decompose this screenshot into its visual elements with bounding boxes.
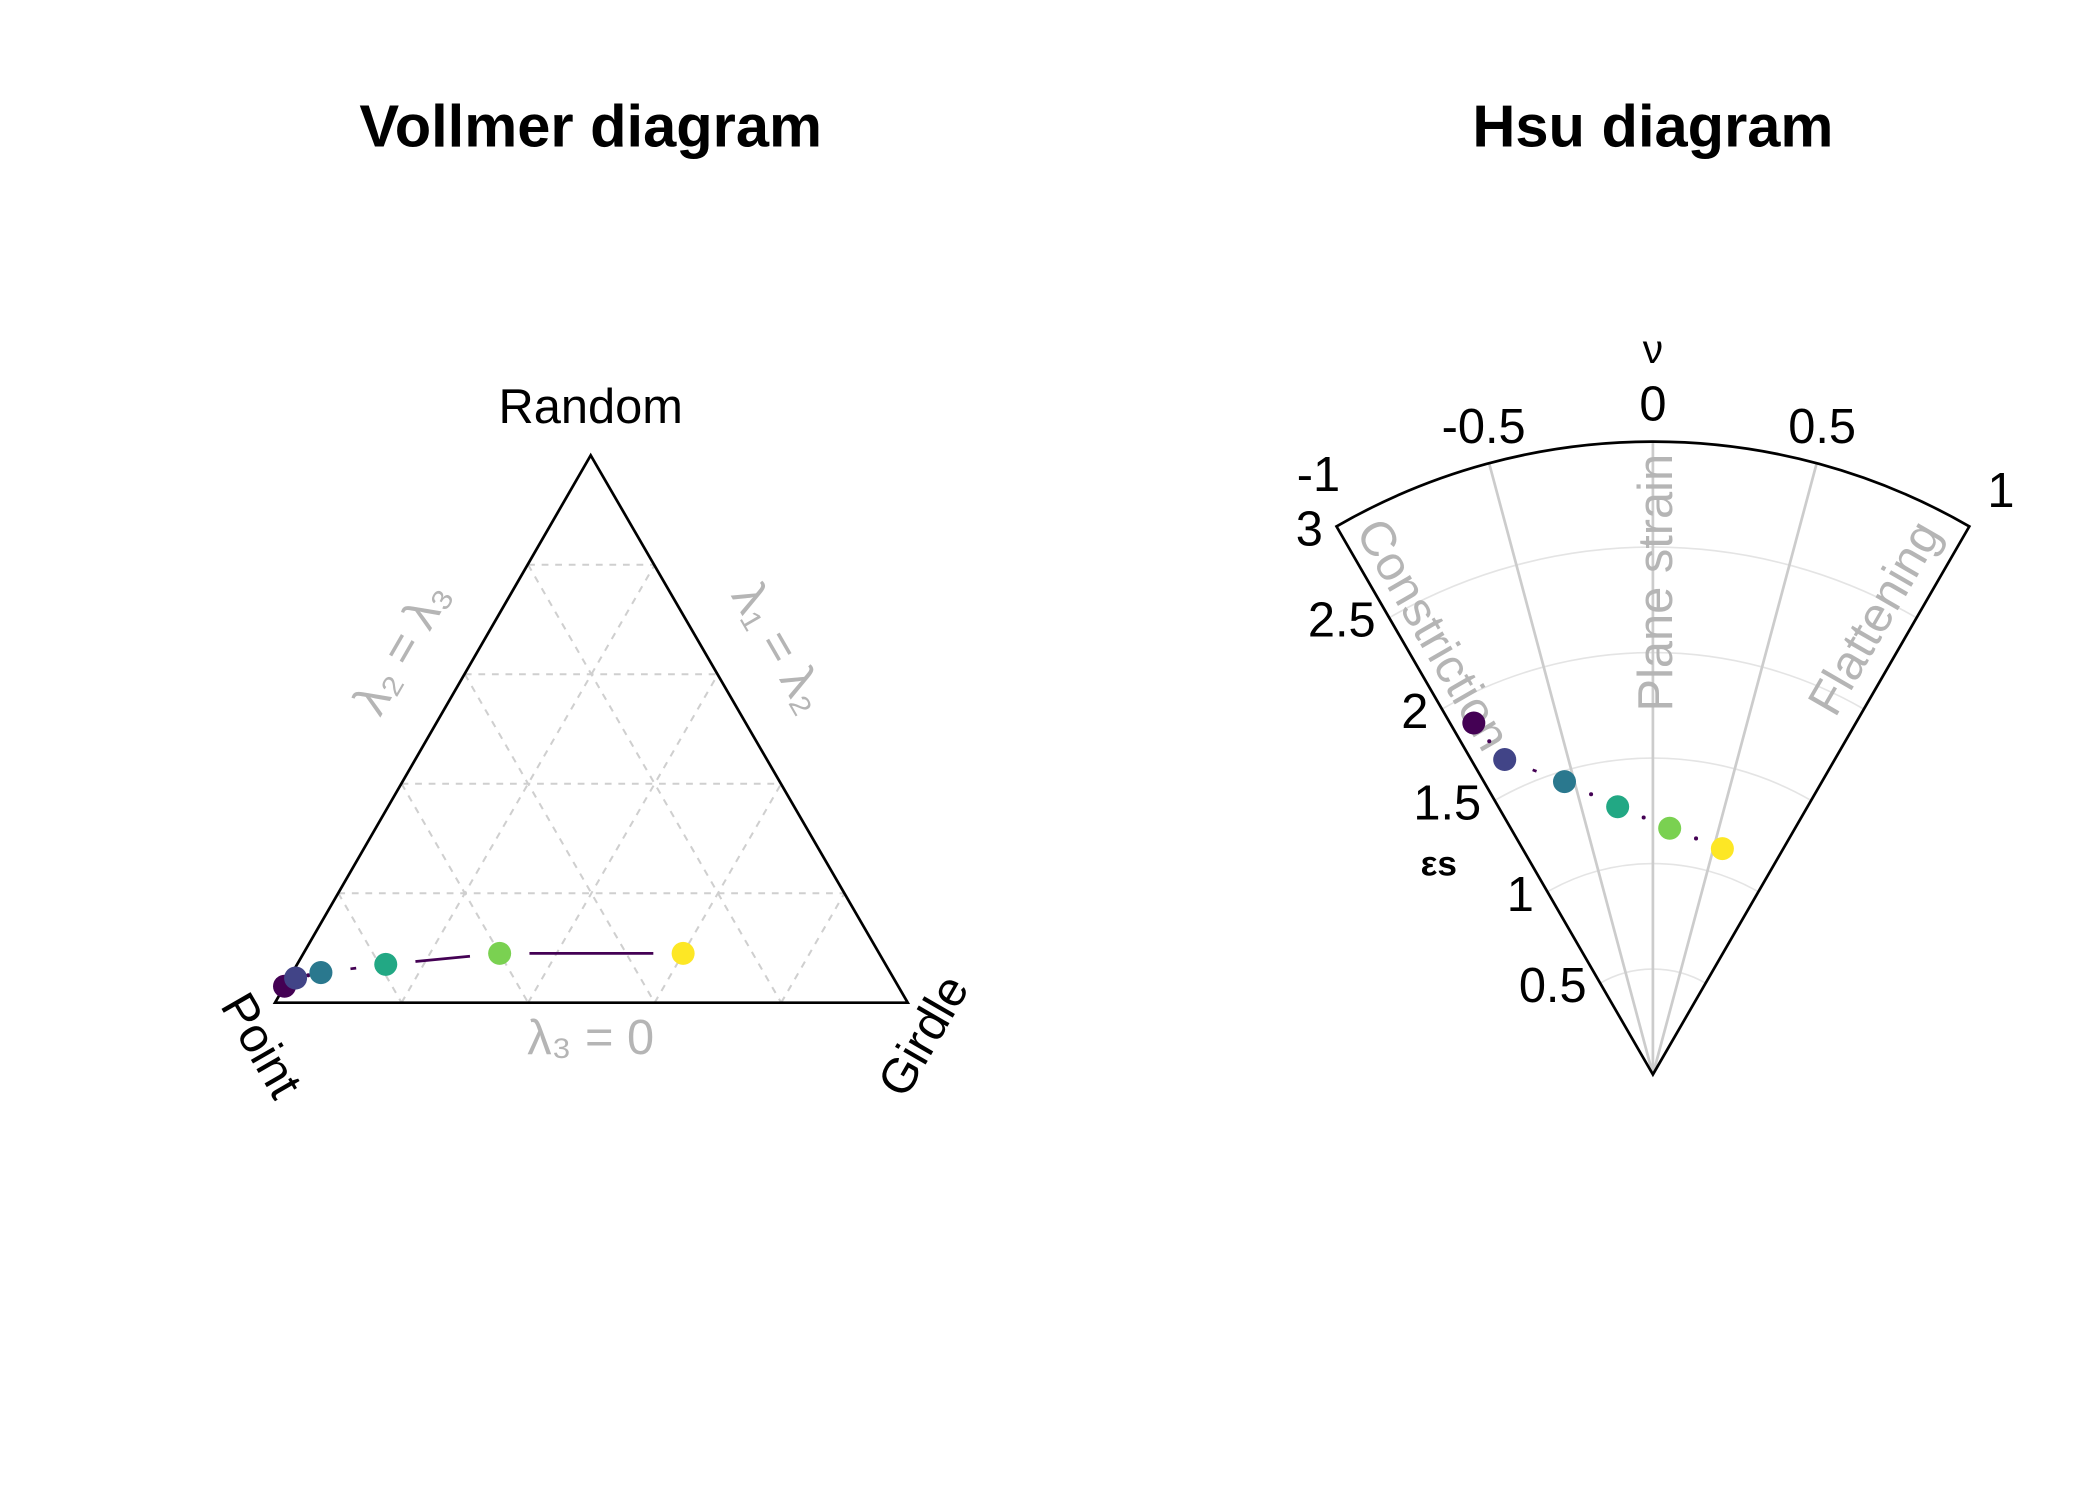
hsu-frame <box>1334 440 1972 1078</box>
grid-line-point <box>400 783 529 1004</box>
r-tick-label: 2.5 <box>1308 594 1376 648</box>
r-tick-label: 3 <box>1296 502 1323 556</box>
vollmer-title: Vollmer diagram <box>359 92 822 159</box>
data-point <box>1462 711 1486 735</box>
hsu-tick-labels: -1 -0.5 0 0.5 1 0.5 1 1.5 2 2.5 3 <box>1296 378 2015 1014</box>
hsu-panel: Hsu diagram Constriction Plane strain Fl… <box>1296 92 2015 1078</box>
grid-line-girdle <box>653 783 783 1004</box>
vollmer-panel: Vollmer diagram Random Point Girdle λ₂ =… <box>210 92 980 1107</box>
path-segment <box>1589 792 1594 797</box>
hsu-grid <box>1388 441 1918 1075</box>
path-segment <box>1487 739 1492 744</box>
hsu-title: Hsu diagram <box>1472 92 1833 159</box>
data-point <box>488 941 512 965</box>
grid-line-girdle <box>527 673 719 1004</box>
vollmer-triangle <box>272 452 911 1005</box>
r-tick-label: 1.5 <box>1413 776 1481 830</box>
grid-radial <box>1651 462 1819 1075</box>
vertex-random: Random <box>499 380 683 434</box>
vollmer-points <box>273 941 695 998</box>
axis-label-es: εs <box>1421 844 1457 883</box>
axis-label-nu: ν <box>1643 326 1663 372</box>
r-tick-label: 2 <box>1401 685 1428 739</box>
vollmer-grid <box>337 563 846 1004</box>
grid-line-point <box>463 673 656 1004</box>
r-tick-label: 1 <box>1507 868 1534 922</box>
theta-tick-label: -1 <box>1297 448 1340 502</box>
path-segment <box>1641 815 1646 820</box>
vertex-girdle: Girdle <box>868 966 980 1106</box>
grid-line-point <box>527 564 783 1004</box>
data-point <box>1710 837 1734 861</box>
hsu-wedge-outline <box>1334 440 1972 1078</box>
theta-tick-label: 1 <box>1987 464 2014 518</box>
grid-line-girdle <box>400 564 656 1004</box>
vollmer-path <box>288 952 654 985</box>
hsu-points <box>1462 711 1734 861</box>
data-point <box>1606 795 1630 819</box>
path-segment <box>1693 836 1699 841</box>
path-segment <box>415 954 471 963</box>
path-segment <box>350 966 357 971</box>
theta-tick-label: -0.5 <box>1442 400 1526 454</box>
data-point <box>309 961 333 985</box>
grid-line-point <box>337 892 403 1004</box>
path-segment <box>1532 768 1538 773</box>
data-point <box>1658 816 1682 840</box>
theta-tick-label: 0 <box>1639 378 1666 432</box>
grid-radial <box>1487 462 1655 1075</box>
annotation-l1-eq-l2: λ₁ = λ₂ <box>721 574 838 722</box>
data-point <box>1493 748 1517 772</box>
data-point <box>374 952 398 976</box>
annotation-l2-eq-l3: λ₂ = λ₃ <box>343 572 461 723</box>
data-point <box>284 966 308 990</box>
grid-line-girdle <box>780 892 846 1004</box>
data-point <box>1552 770 1577 794</box>
annotation-plane-strain: Plane strain <box>1629 454 1683 712</box>
path-segment <box>306 973 311 978</box>
annotation-l3-eq-0: λ₃ = 0 <box>527 1011 654 1065</box>
hsu-path <box>1487 739 1699 841</box>
theta-tick-label: 0.5 <box>1788 400 1856 454</box>
data-point <box>671 941 695 965</box>
r-tick-label: 0.5 <box>1519 959 1587 1013</box>
